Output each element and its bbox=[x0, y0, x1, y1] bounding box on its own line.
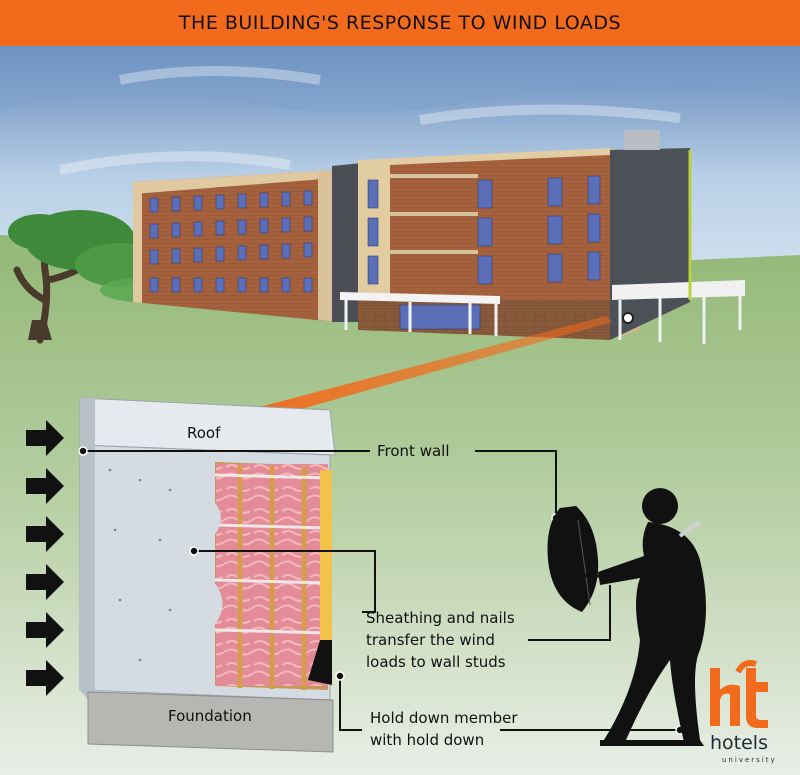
page-title: THE BUILDING'S RESPONSE TO WIND LOADS bbox=[178, 12, 622, 34]
hold-down-label-line-1: Hold down member bbox=[370, 709, 518, 727]
sheathing-label-line-1: Sheathing and nails bbox=[366, 609, 515, 627]
hotels-logo-icon bbox=[710, 660, 768, 728]
front-wall-label: Front wall bbox=[377, 442, 450, 460]
person-silhouette-icon bbox=[598, 488, 706, 746]
title-banner: THE BUILDING'S RESPONSE TO WIND LOADS bbox=[0, 0, 800, 46]
hotels-university-logo: hotels university bbox=[700, 660, 795, 770]
sheathing-label-line-2: transfer the wind bbox=[366, 631, 495, 649]
sheathing-label-line-3: loads to wall studs bbox=[366, 653, 506, 671]
tree-icon bbox=[8, 210, 180, 344]
logo-subtitle: university bbox=[722, 756, 777, 764]
roof-label: Roof bbox=[187, 424, 221, 442]
foundation-label: Foundation bbox=[168, 707, 252, 725]
hold-down-label-line-2: with hold down bbox=[370, 731, 485, 749]
logo-wordmark: hotels bbox=[710, 732, 768, 754]
wind-arrow-icon bbox=[26, 420, 64, 696]
